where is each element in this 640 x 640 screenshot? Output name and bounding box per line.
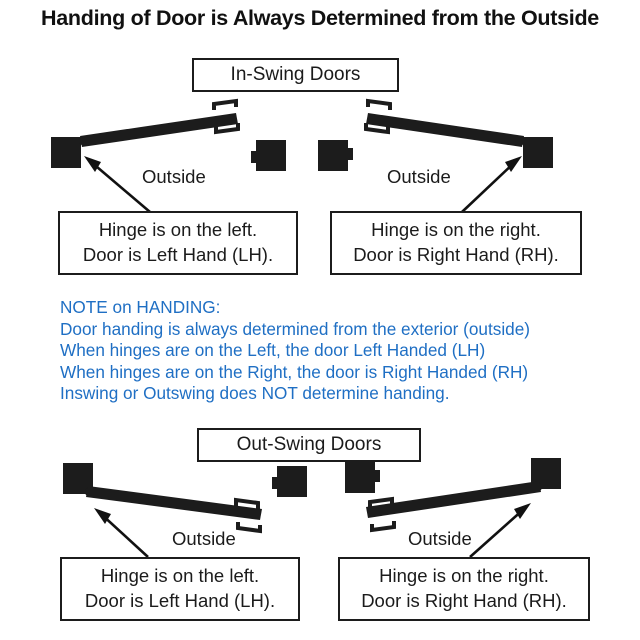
section-title-text: Out-Swing Doors (236, 434, 382, 455)
outside-label-inswing-left: Outside (142, 166, 206, 187)
strike-jamb-block (345, 462, 380, 493)
note-on-handing: NOTE on HANDING: Door handing is always … (60, 297, 600, 405)
outside-label-outswing-right: Outside (408, 528, 472, 549)
callout-arrow-head (514, 503, 531, 519)
callout-arrow-head (94, 508, 111, 524)
note-line-4: Inswing or Outswing does NOT determine h… (60, 383, 450, 404)
inswing-right-door-group (318, 98, 553, 213)
door-lever-handle-back-icon (364, 123, 390, 135)
door-lever-handle-icon (212, 98, 238, 110)
callout-arrow-head (505, 156, 522, 172)
hinge-jamb-block (51, 137, 81, 168)
door-lever-handle-back-icon (236, 522, 262, 534)
hinge-jamb-block (63, 463, 93, 494)
door-panel (80, 113, 238, 147)
hinge-knuckle-icon (516, 136, 526, 146)
hinge-knuckle-icon (533, 482, 543, 492)
page-title: Handing of Door is Always Determined fro… (41, 6, 599, 30)
door-lever-handle-back-icon (214, 123, 240, 135)
callout-arrow-line (461, 160, 517, 213)
callout-line-1: Hinge is on the left. (100, 565, 260, 587)
section-title-text: In-Swing Doors (230, 64, 361, 85)
strike-jamb-block (318, 140, 353, 171)
callout-arrow-line (469, 507, 526, 558)
note-line-1: Door handing is always determined from t… (60, 318, 531, 339)
callout-line-2: Door is Right Hand (RH). (361, 590, 567, 611)
callout-inswing-right: Hinge is on the right. Door is Right Han… (330, 211, 582, 275)
callout-line-1: Hinge is on the right. (379, 565, 549, 587)
door-panel (366, 113, 524, 147)
strike-jamb-block (251, 140, 286, 171)
hinge-jamb-block (523, 137, 553, 168)
hinge-knuckle-icon (84, 487, 94, 497)
note-line-3: When hinges are on the Right, the door i… (60, 361, 529, 382)
door-lever-handle-icon (368, 496, 394, 508)
section-title-in-swing: In-Swing Doors (192, 58, 399, 92)
door-lever-handle-back-icon (370, 521, 396, 533)
strike-jamb-block (272, 466, 307, 497)
note-heading: NOTE on HANDING: (60, 297, 221, 317)
note-line-2: When hinges are on the Left, the door Le… (60, 340, 486, 361)
callout-arrow-head (84, 156, 101, 172)
hinge-knuckle-icon (78, 136, 88, 146)
section-title-out-swing: Out-Swing Doors (197, 428, 421, 462)
outside-label-outswing-left: Outside (172, 528, 236, 549)
callout-inswing-left: Hinge is on the left. Door is Left Hand … (58, 211, 298, 275)
callout-line-2: Door is Left Hand (LH). (84, 590, 276, 611)
door-lever-handle-icon (366, 98, 392, 110)
callout-outswing-right: Hinge is on the right. Door is Right Han… (338, 557, 590, 621)
callout-line-1: Hinge is on the right. (371, 219, 541, 241)
door-panel (86, 486, 262, 520)
callout-arrow-line (99, 512, 149, 558)
inswing-left-door-group (51, 98, 286, 213)
outside-label-inswing-right: Outside (387, 166, 451, 187)
door-panel (366, 481, 541, 518)
callout-arrow-line (89, 160, 151, 213)
callout-line-2: Door is Right Hand (RH). (353, 244, 559, 265)
door-lever-handle-icon (234, 497, 260, 509)
hinge-jamb-block (531, 458, 561, 489)
callout-line-2: Door is Left Hand (LH). (82, 244, 274, 265)
callout-line-1: Hinge is on the left. (98, 219, 258, 241)
callout-outswing-left: Hinge is on the left. Door is Left Hand … (60, 557, 300, 621)
